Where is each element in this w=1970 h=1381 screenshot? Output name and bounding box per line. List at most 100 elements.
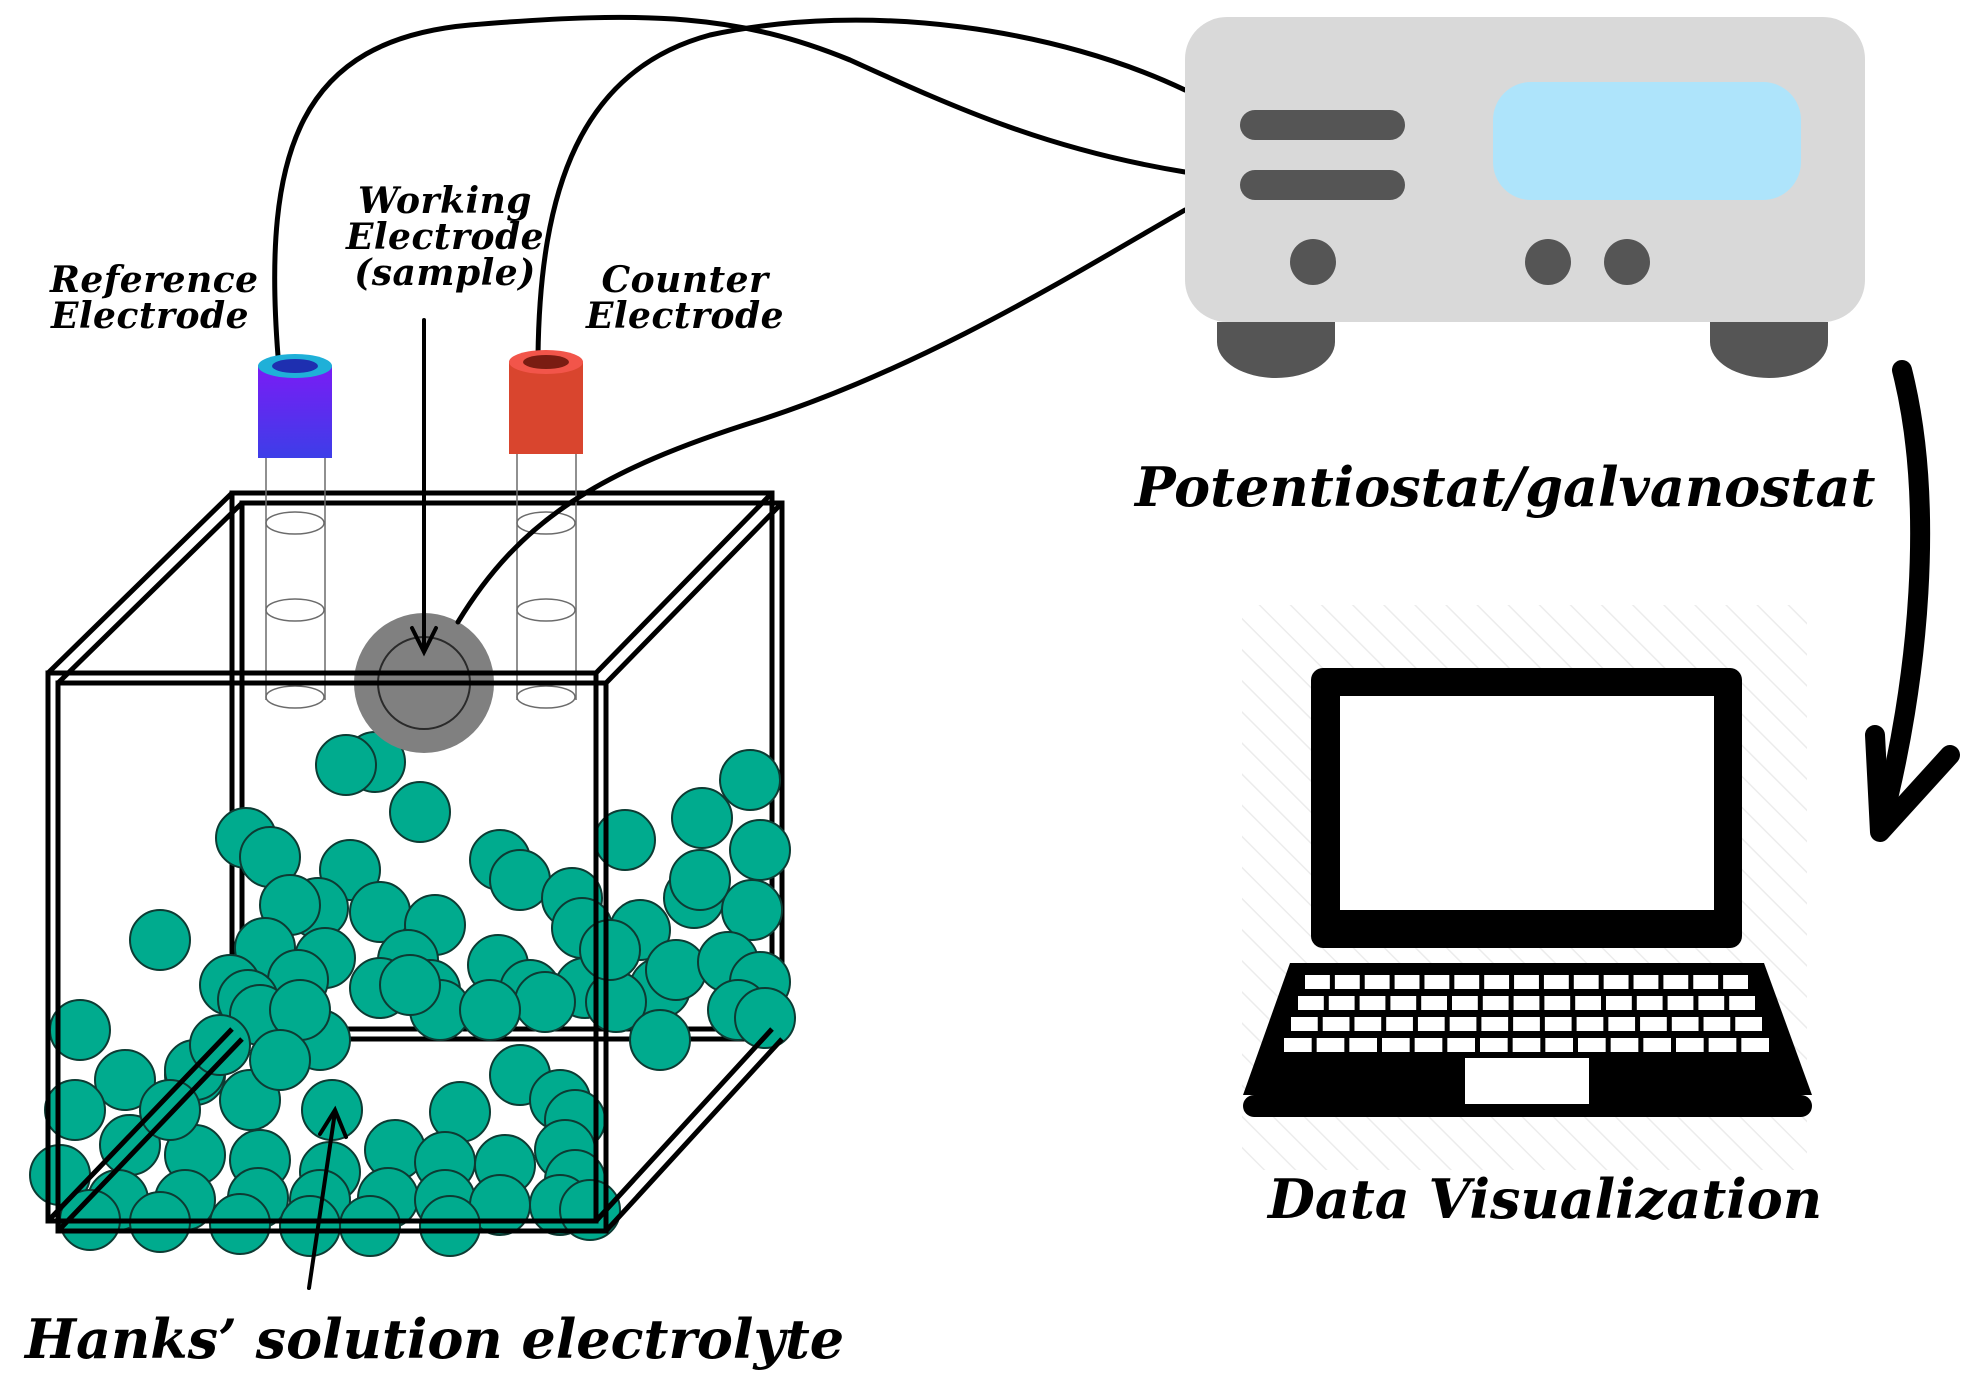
laptop-key — [1512, 1038, 1541, 1052]
electrolyte-particle — [734, 987, 796, 1049]
electrolyte-particle — [489, 849, 551, 911]
laptop-key — [1452, 996, 1478, 1010]
laptop-key — [1741, 1038, 1769, 1052]
electrolyte-particle — [339, 1195, 401, 1257]
laptop-key — [1414, 1038, 1443, 1052]
laptop-key — [1424, 975, 1450, 989]
electrolyte-particle — [279, 1195, 341, 1257]
electrolyte-particle — [459, 979, 521, 1041]
laptop-key — [1484, 975, 1510, 989]
working-label-line3: (sample) — [354, 252, 536, 294]
laptop-key — [1723, 975, 1748, 989]
laptop-key — [1454, 975, 1480, 989]
laptop-key — [1394, 975, 1420, 989]
laptop-key — [1284, 1038, 1312, 1052]
electrolyte-particle — [671, 787, 733, 849]
counter-label-line2: Electrode — [585, 295, 785, 337]
electrolyte-particle — [514, 971, 576, 1033]
laptop-key — [1349, 1038, 1377, 1052]
tank-front-face — [45, 491, 784, 1234]
reference-tube — [265, 450, 326, 709]
curved-arrow-icon — [1865, 360, 1960, 842]
laptop-icon — [1242, 605, 1812, 1170]
electrolyte-particle — [129, 909, 191, 971]
laptop-key — [1708, 1038, 1737, 1052]
counter-tube — [516, 450, 577, 709]
counter-electrode-label: Counter Electrode — [585, 262, 785, 334]
electrolyte-particle — [389, 781, 451, 843]
electrolyte-label: Hanks’ solution electrolyte — [25, 1307, 845, 1371]
laptop-key — [1698, 996, 1725, 1010]
laptop-key — [1693, 975, 1719, 989]
laptop-key — [1514, 975, 1539, 989]
electrolyte-particle — [44, 1079, 106, 1141]
working-label-line1: Working — [358, 180, 532, 222]
electrolyte-particle — [315, 734, 377, 796]
laptop-key — [1575, 996, 1601, 1010]
electrolyte-particle — [209, 1193, 271, 1255]
laptop-key — [1328, 996, 1355, 1010]
potentiostat-label: Potentiostat/galvanostat — [1135, 455, 1876, 519]
laptop-key — [1305, 975, 1330, 989]
laptop-key — [1610, 1038, 1639, 1052]
laptop-key — [1513, 996, 1540, 1010]
laptop-key — [1386, 1017, 1413, 1031]
laptop-key — [1382, 1038, 1410, 1052]
laptop-key — [1676, 1038, 1704, 1052]
laptop-key — [1364, 975, 1390, 989]
laptop-key — [1606, 996, 1632, 1010]
laptop-key — [1322, 1017, 1350, 1031]
electrolyte-particle — [669, 849, 731, 911]
electrolyte-particle — [419, 1195, 481, 1257]
laptop-key — [1421, 996, 1447, 1010]
laptop-key — [1573, 975, 1599, 989]
laptop-key — [1729, 996, 1755, 1010]
laptop-key — [1543, 975, 1569, 989]
laptop-key — [1291, 1017, 1318, 1031]
laptop-key — [1703, 1017, 1731, 1031]
electrolyte-particle — [379, 954, 441, 1016]
electrolyte-particle — [94, 1049, 156, 1111]
laptop-key — [1603, 975, 1629, 989]
electrolyte-particle — [719, 749, 781, 811]
laptop-key — [1417, 1017, 1445, 1031]
laptop-key — [1447, 1038, 1475, 1052]
potentiostat-icon — [1185, 17, 1865, 378]
laptop-key — [1663, 975, 1689, 989]
reference-electrode-cap — [258, 354, 332, 458]
laptop-key — [1636, 996, 1663, 1010]
laptop-key — [1513, 1017, 1540, 1031]
laptop-key — [1354, 1017, 1382, 1031]
laptop-key — [1544, 996, 1571, 1010]
counter-electrode-cap — [509, 350, 583, 454]
laptop-key — [1316, 1038, 1345, 1052]
laptop-key — [1359, 996, 1386, 1010]
laptop-key — [1578, 1038, 1606, 1052]
laptop-key — [1735, 1017, 1762, 1031]
laptop-key — [1482, 996, 1509, 1010]
laptop-key — [1544, 1017, 1572, 1031]
laptop-key — [1633, 975, 1659, 989]
laptop-key — [1481, 1017, 1509, 1031]
laptop-key — [1576, 1017, 1604, 1031]
electrolyte-particles — [29, 731, 796, 1257]
electrolyte-particle — [579, 919, 641, 981]
working-electrode-label: Working Electrode (sample) — [345, 183, 545, 291]
laptop-key — [1334, 975, 1360, 989]
laptop-key — [1480, 1038, 1508, 1052]
working-label-line2: Electrode — [345, 216, 545, 258]
reference-electrode-label: Reference Electrode — [50, 259, 259, 334]
reference-label-line1: Reference — [50, 259, 259, 301]
laptop-keyboard — [1284, 975, 1769, 1052]
electrolyte-particle — [729, 819, 791, 881]
laptop-key — [1449, 1017, 1477, 1031]
counter-label-line1: Counter — [601, 259, 769, 301]
counter-cable — [535, 17, 1188, 359]
working-cable — [455, 207, 1188, 625]
electrolyte-particle — [629, 1009, 691, 1071]
laptop-key — [1390, 996, 1417, 1010]
working-electrode-arrow — [410, 318, 438, 657]
laptop-key — [1545, 1038, 1573, 1052]
electrolyte-particle — [249, 1029, 311, 1091]
